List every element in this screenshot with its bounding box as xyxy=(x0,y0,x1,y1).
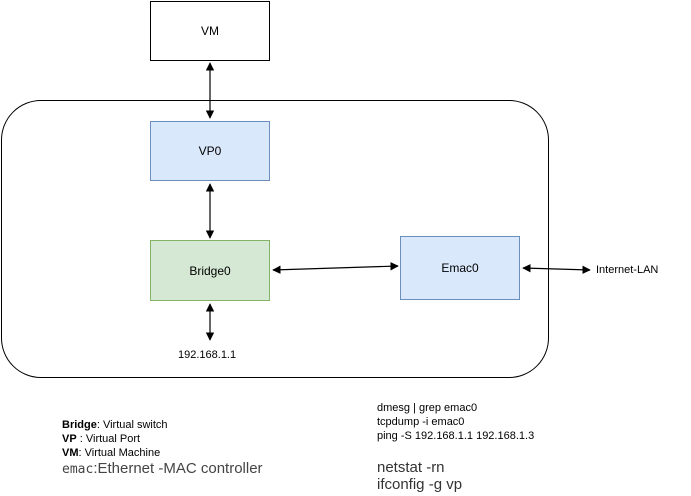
vm-node-label: VM xyxy=(201,24,219,38)
bridge0-node: Bridge0 xyxy=(150,240,270,301)
command-tcpdump: tcpdump -i emac0 xyxy=(377,416,465,428)
host-container xyxy=(1,100,549,378)
legend-vm-term: VM xyxy=(62,447,79,459)
legend: Bridge: Virtual switch VP : Virtual Port… xyxy=(62,418,263,477)
legend-vp: VP : Virtual Port xyxy=(62,432,263,446)
vp0-node: VP0 xyxy=(150,121,270,181)
ip-address-label: 192.168.1.1 xyxy=(178,349,237,361)
vm-node: VM xyxy=(150,1,270,61)
bridge0-emac0-connector xyxy=(272,262,399,274)
legend-vp-term: VP xyxy=(62,433,77,445)
vp0-node-label: VP0 xyxy=(198,144,222,158)
legend-emac-desc: :Ethernet -MAC controller xyxy=(93,460,263,477)
legend-vm-desc: : Virtual Machine xyxy=(78,447,161,459)
command-netstat: netstat -rn xyxy=(377,459,445,476)
command-ping: ping -S 192.168.1.1 192.168.1.3 xyxy=(377,430,535,442)
command-list: dmesg | grep emac0 tcpdump -i emac0 ping… xyxy=(377,401,534,493)
legend-bridge: Bridge: Virtual switch xyxy=(62,418,263,432)
legend-bridge-desc: : Virtual switch xyxy=(96,419,168,431)
legend-emac: emac:Ethernet -MAC controller xyxy=(62,460,263,477)
emac0-node: Emac0 xyxy=(400,236,520,300)
legend-bridge-term: Bridge xyxy=(62,419,97,431)
legend-vp-desc: : Virtual Port xyxy=(76,433,141,445)
command-dmesg: dmesg | grep emac0 xyxy=(377,402,478,414)
emac0-internet-connector xyxy=(522,264,591,274)
bridge0-node-label: Bridge0 xyxy=(189,263,231,278)
legend-vm: VM: Virtual Machine xyxy=(62,446,263,460)
legend-emac-term: emac xyxy=(62,462,94,477)
internet-lan-label: Internet-LAN xyxy=(596,264,659,276)
command-ifconfig: ifconfig -g vp xyxy=(377,476,463,493)
emac0-node-label: Emac0 xyxy=(441,261,479,275)
